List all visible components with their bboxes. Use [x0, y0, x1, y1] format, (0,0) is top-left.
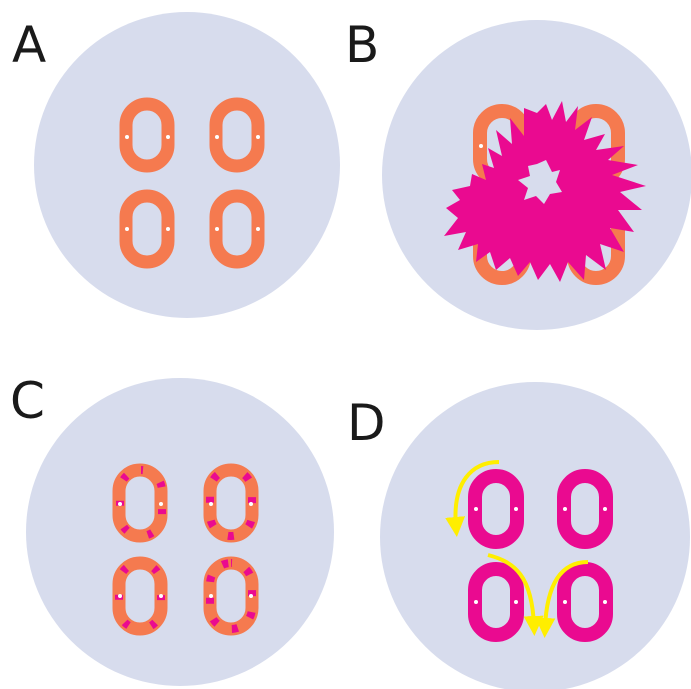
panel-c-ring-top-right [203, 463, 259, 543]
panel-d-ring-top-right [557, 469, 613, 549]
panel-c-background [26, 378, 334, 686]
panel-d-arrow-curl-left [445, 460, 500, 537]
panel-a-ring-top-left [119, 97, 175, 173]
panel-b: B [345, 16, 691, 330]
panel-d-label: D [347, 394, 386, 452]
panel-a-background [34, 12, 340, 318]
panel-d: D [347, 382, 690, 689]
panel-b-label: B [345, 16, 379, 74]
panel-c-ring-top-left [112, 463, 168, 543]
panel-d-ring-bottom-right [557, 562, 613, 642]
panel-a-label: A [12, 16, 46, 74]
panel-d-ring-bottom-left [468, 562, 524, 642]
panel-c-ring-bottom-left [112, 556, 168, 636]
panel-d-background [380, 382, 690, 689]
panel-c-ring-bottom-right [203, 556, 259, 636]
panel-c: C [10, 372, 334, 686]
panel-a: A [12, 12, 340, 318]
panel-c-label: C [10, 372, 45, 430]
panel-a-ring-bottom-right [209, 189, 265, 269]
panel-a-ring-top-right [209, 97, 265, 173]
panel-d-arrow-down-from-right [535, 560, 589, 638]
panel-d-arrow-down-from-left [487, 553, 544, 636]
panel-a-ring-bottom-left [119, 189, 175, 269]
panel-b-splash-highlight [518, 160, 562, 204]
panel-d-ring-top-left [468, 469, 524, 549]
